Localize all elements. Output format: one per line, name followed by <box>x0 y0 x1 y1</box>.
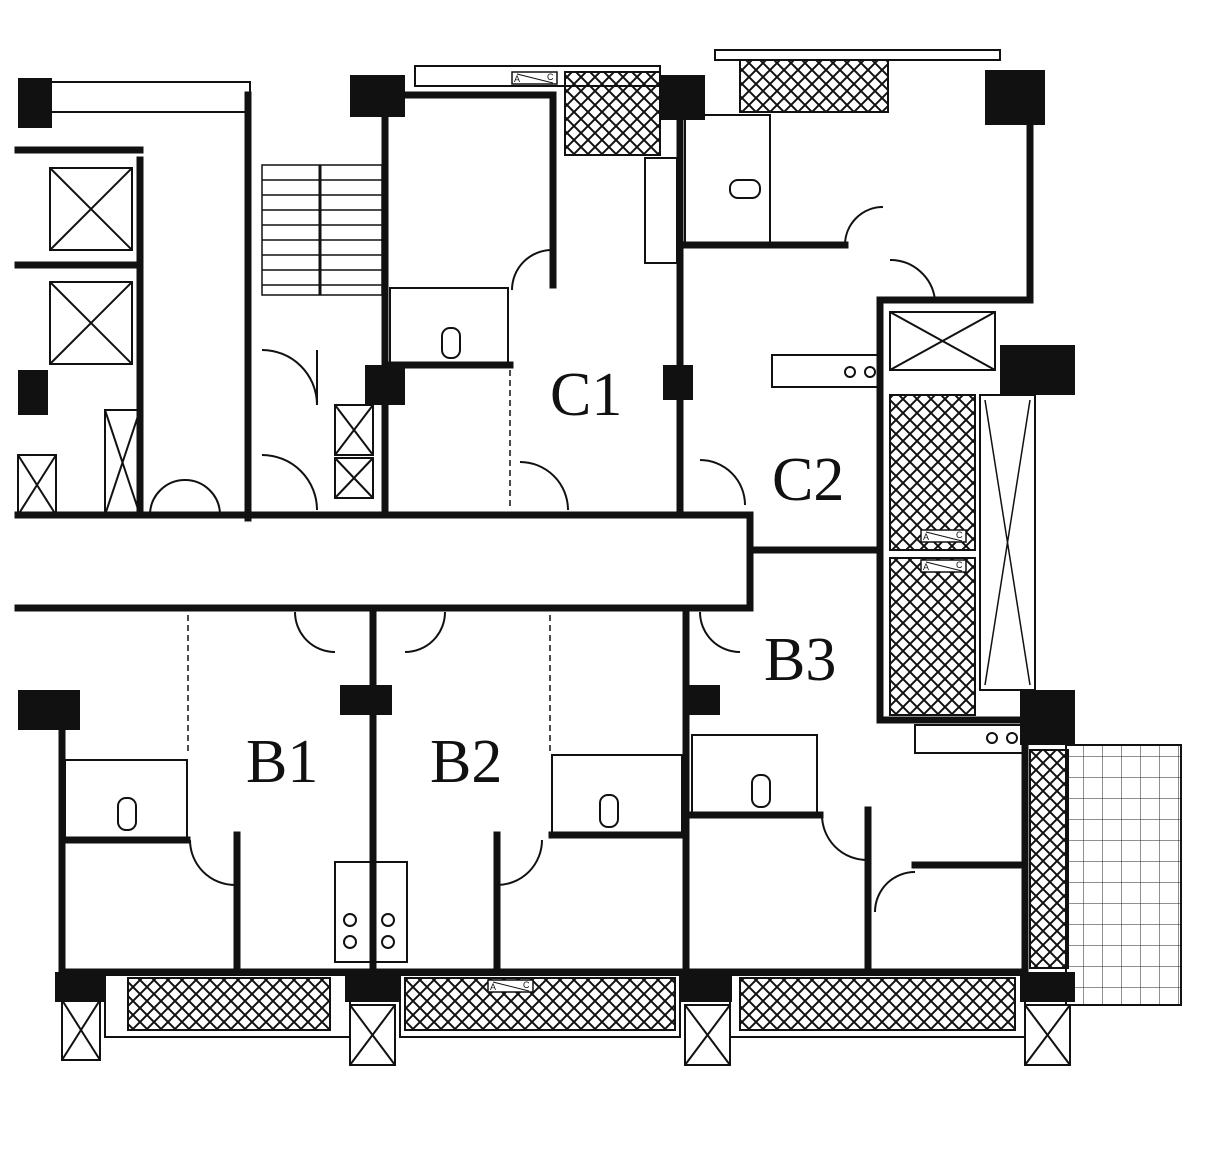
ac-label: A <box>923 532 929 542</box>
ac-label: C <box>523 980 530 990</box>
columns <box>18 70 1075 1002</box>
ac-label: A <box>514 74 520 84</box>
balcony <box>127 977 331 1031</box>
balcony <box>404 977 676 1031</box>
ac-label: A <box>490 982 496 992</box>
ac-label: C <box>956 530 963 540</box>
unit-label-b3: B3 <box>764 626 836 694</box>
toilet-icon <box>751 774 771 808</box>
elevator-icon <box>49 281 133 365</box>
stove-icon <box>343 913 395 949</box>
shafts <box>17 167 1071 1066</box>
ac-unit: A C <box>511 71 558 85</box>
unit-label-c2: C2 <box>772 446 844 514</box>
shaft-icon <box>61 999 101 1061</box>
unit-label-c1: C1 <box>550 361 622 429</box>
ac-unit: A C <box>487 979 534 993</box>
balcony <box>889 557 976 716</box>
balconies <box>127 59 1182 1031</box>
bathroom <box>684 114 771 246</box>
toilet-icon <box>441 327 461 359</box>
shaft-icon <box>684 1004 731 1066</box>
ac-unit: A C <box>920 529 967 543</box>
shaft-icon <box>334 457 374 499</box>
toilet-icon <box>729 179 761 199</box>
kitchen-counter <box>914 724 1024 754</box>
staircase <box>261 164 383 296</box>
unit-label-b1: B1 <box>246 728 318 796</box>
shaft-icon <box>1024 1004 1071 1066</box>
ac-label: C <box>547 72 554 82</box>
kitchen-counter <box>771 354 881 388</box>
kitchen-counter <box>644 157 678 264</box>
walls <box>14 86 1034 979</box>
balcony <box>739 59 889 113</box>
shaft-icon <box>349 1004 396 1066</box>
windows <box>44 49 1036 1038</box>
ac-label: A <box>923 562 929 572</box>
ac-label: C <box>956 560 963 570</box>
ac-units: A C A C A C A C <box>487 71 967 993</box>
elevator-icon <box>49 167 133 251</box>
shaft-icon <box>889 311 996 371</box>
terrace <box>1065 744 1182 1006</box>
toilet-icon <box>599 794 619 828</box>
doors <box>149 206 936 913</box>
toilet-icon <box>117 797 137 831</box>
balcony <box>564 71 661 156</box>
balcony <box>1029 749 1069 969</box>
balcony <box>739 977 1016 1031</box>
dashed-partitions <box>187 370 551 755</box>
unit-label-b2: B2 <box>430 728 502 796</box>
shaft-icon <box>104 409 141 516</box>
stove-icon <box>844 366 1018 744</box>
balcony <box>889 394 976 551</box>
fixtures <box>64 114 1024 963</box>
shaft-icon <box>334 404 374 456</box>
shaft-icon <box>17 454 57 516</box>
ac-unit: A C <box>920 559 967 573</box>
